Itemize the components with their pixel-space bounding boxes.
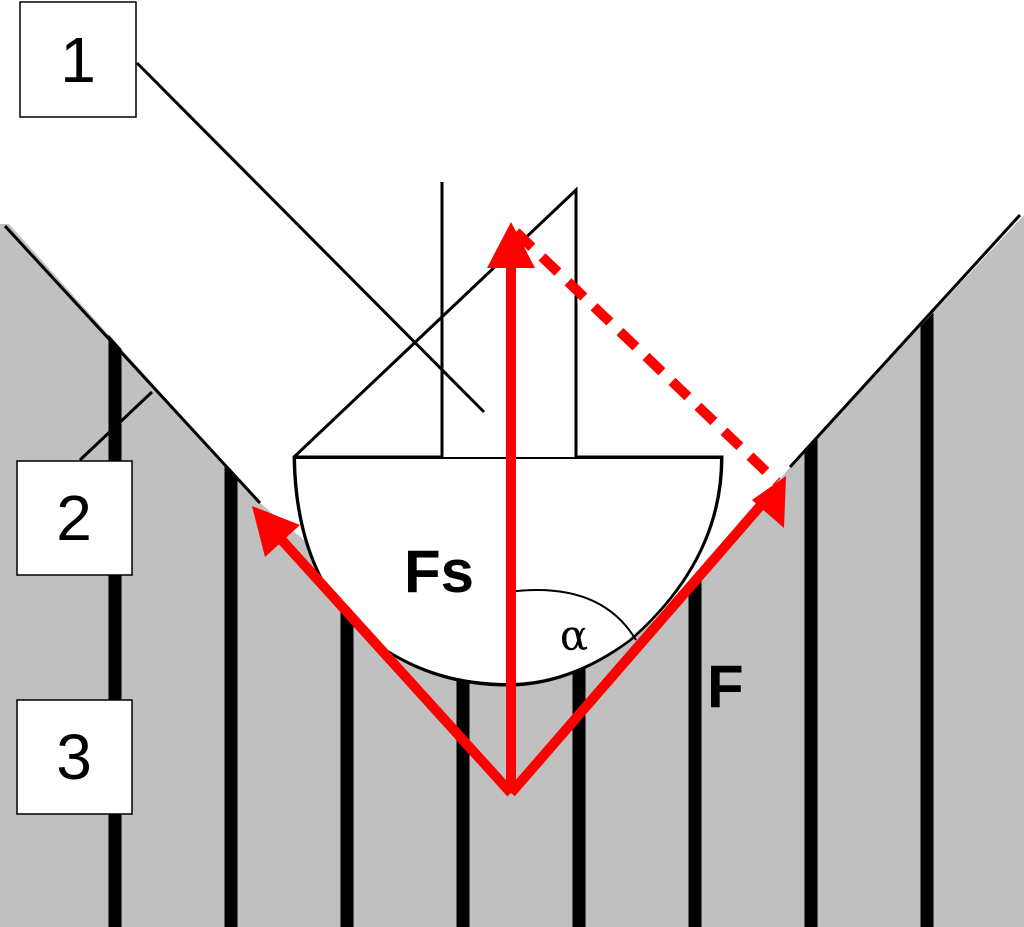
fs-arrowhead (487, 222, 535, 268)
callout-label: 3 (56, 721, 92, 793)
force-arrows (252, 222, 786, 797)
angle-label: α (560, 611, 588, 660)
callout-3: 3 (16, 699, 133, 815)
callout-2: 2 (16, 460, 133, 576)
callout-box (16, 699, 133, 815)
v-groove-outline-right (788, 213, 1022, 469)
angle-arc (507, 589, 637, 641)
f-arrow-shaft (507, 493, 772, 797)
parallelogram-dashed-line (512, 228, 781, 486)
callout-label: 2 (56, 482, 92, 554)
support-force-label: Fs (404, 538, 474, 605)
callout-label: 1 (60, 24, 96, 96)
f-arrowhead (752, 476, 786, 528)
left-component-arrowhead (252, 506, 300, 557)
callout-box (16, 460, 133, 576)
leader-line-1 (135, 61, 486, 414)
v-block-fill (0, 215, 1024, 927)
applied-force-label: F (707, 653, 744, 720)
v-groove-outline (3, 224, 262, 505)
leader-line-2 (78, 390, 154, 462)
callout-box (19, 1, 137, 118)
callout-1: 1 (19, 1, 137, 118)
left-component-arrow-shaft (266, 523, 515, 797)
